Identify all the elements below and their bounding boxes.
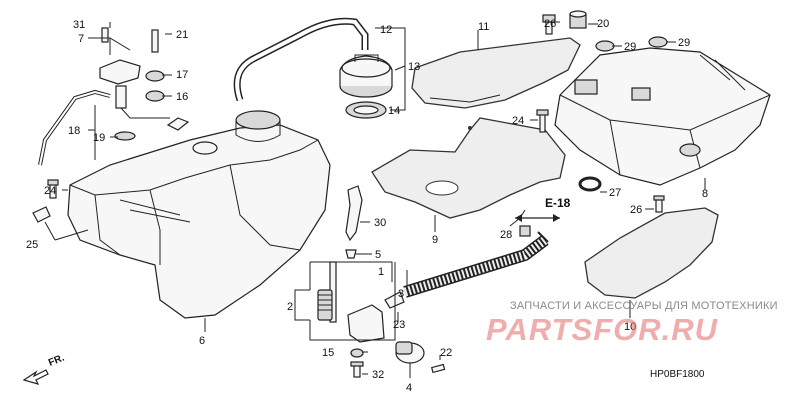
ref-label-e18: E-18 [545, 196, 571, 210]
part-label-5: 5 [375, 249, 381, 261]
bolt-26-top [542, 14, 556, 35]
fuel-cap [339, 54, 393, 98]
bolt-24-right [536, 109, 549, 133]
part-label-21: 21 [176, 29, 188, 41]
part-label-1: 1 [378, 266, 384, 278]
cap-gasket [345, 101, 387, 119]
part-label-14: 14 [388, 105, 400, 117]
leader-lines [44, 21, 706, 378]
part-label-2: 2 [287, 301, 293, 313]
bracket-8 [554, 47, 771, 186]
diagram-code: HP0BF1800 [650, 369, 705, 380]
part-label-8: 8 [702, 188, 708, 200]
part-label-3: 3 [398, 288, 404, 300]
bolt-left [32, 179, 59, 223]
part-label-25: 25 [26, 239, 38, 251]
fuel-tank [67, 110, 331, 319]
front-arrow-icon: FR. [22, 352, 66, 385]
part-label-13: 13 [408, 61, 420, 73]
part-label-24-right: 24 [512, 115, 524, 127]
part-label-4: 4 [406, 382, 412, 394]
fuel-sender [99, 27, 190, 141]
part-label-18: 18 [68, 125, 80, 137]
part-label-26-top: 26 [544, 18, 556, 30]
part-label-11: 11 [478, 21, 489, 33]
front-direction-indicator: FR. [22, 350, 82, 395]
cushion-29b [648, 36, 668, 48]
part-label-16: 16 [176, 91, 188, 103]
clamp-27 [578, 176, 602, 192]
front-label: FR. [47, 352, 66, 368]
part-label-23: 23 [393, 319, 405, 331]
part-label-12: 12 [380, 24, 392, 36]
part-label-32: 32 [372, 369, 384, 381]
part-label-27: 27 [609, 187, 621, 199]
watermark-text: ЗАПЧАСТИ И АКСЕССУАРЫ ДЛЯ МОТОТЕХНИКИ [510, 300, 778, 312]
part-label-19: 19 [93, 132, 105, 144]
bracket-30 [345, 185, 363, 242]
clamp-28 [519, 225, 531, 237]
part-label-17: 17 [176, 69, 188, 81]
fuel-hose [403, 235, 549, 298]
part-label-22: 22 [440, 347, 452, 359]
part-label-20: 20 [597, 18, 609, 30]
plate-10 [584, 207, 719, 299]
part-label-9: 9 [432, 234, 438, 246]
part-label-30: 30 [374, 217, 386, 229]
part-label-28: 28 [500, 229, 512, 241]
cushion-29a [595, 40, 615, 52]
part-label-31: 31 [73, 19, 85, 31]
bolt-26 [653, 195, 665, 213]
part-label-15: 15 [322, 347, 334, 359]
part-label-26-right: 26 [630, 204, 642, 216]
part-label-29a: 29 [624, 41, 636, 53]
heat-shield-9 [371, 117, 566, 219]
part-label-24-left: 24 [44, 185, 56, 197]
part-label-29b: 29 [678, 37, 690, 49]
part-label-10: 10 [624, 321, 636, 333]
plate-11 [411, 37, 581, 109]
part-label-7: 7 [78, 33, 84, 45]
cap-20 [569, 10, 587, 29]
part-label-6: 6 [199, 335, 205, 347]
watermark-logo: PARTSFOR.RU [486, 312, 719, 347]
